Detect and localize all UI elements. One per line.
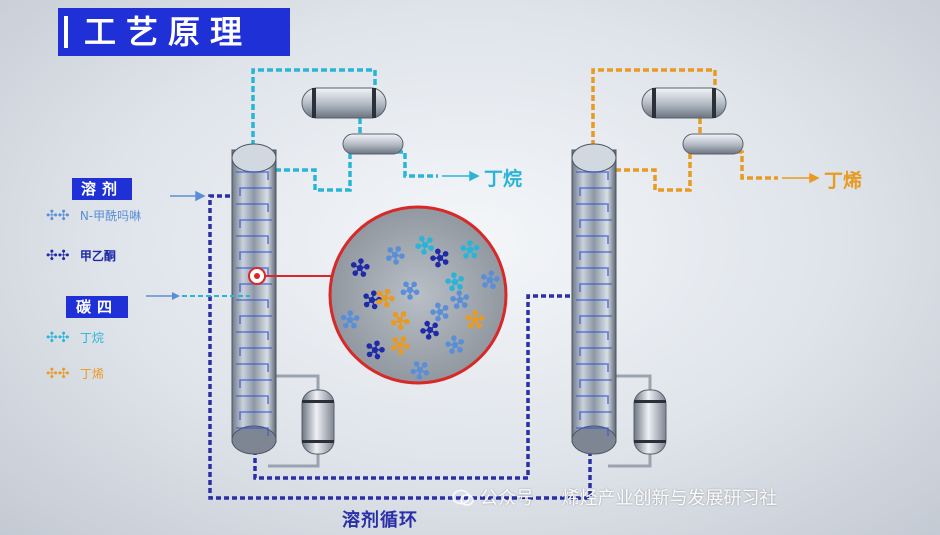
column-tray: [236, 235, 269, 244]
molecule: [430, 248, 449, 268]
left-condenser-drum: [301, 87, 387, 119]
molecule: [390, 336, 410, 355]
solvent-return-line: [208, 194, 592, 500]
left-reflux-drum: [342, 133, 404, 155]
right-condenser-drum: [641, 87, 727, 119]
column-tray: [579, 283, 612, 292]
molecule: [445, 335, 464, 355]
column-tray: [579, 219, 612, 228]
molecule-icon: ✣✣: [46, 366, 70, 382]
column-tray: [576, 427, 609, 436]
column-tray: [576, 299, 609, 308]
extractive-distillation-column: [231, 143, 277, 455]
molecule: [363, 290, 382, 310]
molecule-icon: ✣✣: [46, 248, 70, 264]
solvent-cycle-lines: [208, 194, 592, 500]
column-tray: [576, 363, 609, 372]
molecule: [480, 270, 500, 290]
legend-item-mek: ✣✣ 甲乙酮: [46, 248, 116, 264]
molecule: [450, 290, 470, 309]
column-tray: [579, 379, 612, 388]
page-title: 工艺原理: [58, 8, 290, 56]
molecule: [390, 311, 410, 330]
molecule: [340, 310, 360, 329]
molecule: [415, 235, 435, 255]
column-tray: [576, 331, 609, 340]
legend-c4-heading: 碳四: [66, 296, 128, 318]
legend-item-n-formylmorpholine: ✣✣ N-甲酰吗啉: [46, 208, 141, 224]
page-title-text: 工艺原理: [84, 13, 253, 51]
left-reboiler: [301, 389, 335, 455]
reboiler-lines: [268, 374, 652, 468]
column-tray: [579, 315, 612, 324]
column-tray: [236, 395, 269, 404]
column-tray: [236, 331, 269, 340]
column-tray: [576, 267, 609, 276]
legend-solvent-heading: 溶剂: [72, 178, 132, 200]
column-tray: [579, 251, 612, 260]
solvent-lean-line: [253, 294, 572, 480]
column-tray: [579, 411, 612, 420]
watermark: 公众号 · 烯烃产业创新与发展研习社: [452, 484, 777, 510]
column-tray: [239, 187, 272, 196]
right-reflux-drum: [682, 133, 744, 155]
output-label-butane: 丁烷: [484, 168, 523, 190]
column-tray: [576, 171, 609, 180]
column-tray: [576, 235, 609, 244]
column-tray: [576, 203, 609, 212]
watermark-name: 烯烃产业创新与发展研习社: [561, 488, 778, 509]
column-tray: [236, 427, 269, 436]
left-overhead-lines: [251, 68, 438, 192]
right-reboiler: [633, 389, 667, 455]
butene-output-arrow: [782, 172, 820, 184]
column-tray: [236, 267, 269, 276]
column-tray: [239, 219, 272, 228]
molecule: [420, 320, 439, 340]
column-tray: [239, 411, 272, 420]
molecule: [445, 272, 464, 292]
solvent-cycle-label: 溶剂循环: [342, 510, 418, 531]
column-tray: [576, 395, 609, 404]
column-tray: [239, 283, 272, 292]
column-tray: [239, 315, 272, 324]
column-tray: [236, 171, 269, 180]
legend-item-butene: ✣✣ 丁烯: [46, 366, 104, 382]
column-tray: [239, 347, 272, 356]
c4-feed-arrow: [146, 292, 250, 300]
column-tray: [236, 363, 269, 372]
zoom-pointer: [248, 267, 334, 285]
column-tray: [239, 379, 272, 388]
solvent-stripping-column: [571, 143, 617, 455]
legend-item-label: 丁烯: [79, 367, 104, 381]
watermark-prefix: 公众号 ·: [480, 488, 546, 509]
output-label-butene: 丁烯: [824, 170, 863, 192]
title-accent-bar: [64, 16, 68, 48]
legend-item-label: 甲乙酮: [79, 249, 116, 263]
molecule: [400, 281, 420, 300]
wechat-icon: [452, 489, 474, 506]
legend-item-label: N-甲酰吗啉: [79, 209, 142, 223]
solvent-feed-arrow: [170, 190, 206, 202]
column-tray: [236, 299, 269, 308]
legend-item-butane: ✣✣ 丁烷: [46, 330, 104, 346]
molecule: [350, 258, 370, 277]
molecule: [385, 246, 405, 265]
molecule: [460, 240, 480, 259]
column-tray: [579, 347, 612, 356]
molecule: [465, 310, 485, 329]
column-tray: [236, 203, 269, 212]
column-tray: [579, 187, 612, 196]
molecule: [410, 361, 430, 380]
molecule: [376, 288, 395, 308]
legend-item-label: 丁烷: [79, 331, 104, 345]
molecule: [430, 302, 449, 322]
molecule-icon: ✣✣: [46, 208, 70, 224]
magnified-view: [328, 205, 508, 385]
butane-output-arrow: [442, 170, 480, 182]
molecule: [366, 340, 385, 360]
right-overhead-lines: [591, 68, 778, 192]
column-tray: [239, 251, 272, 260]
molecule-icon: ✣✣: [46, 330, 70, 346]
